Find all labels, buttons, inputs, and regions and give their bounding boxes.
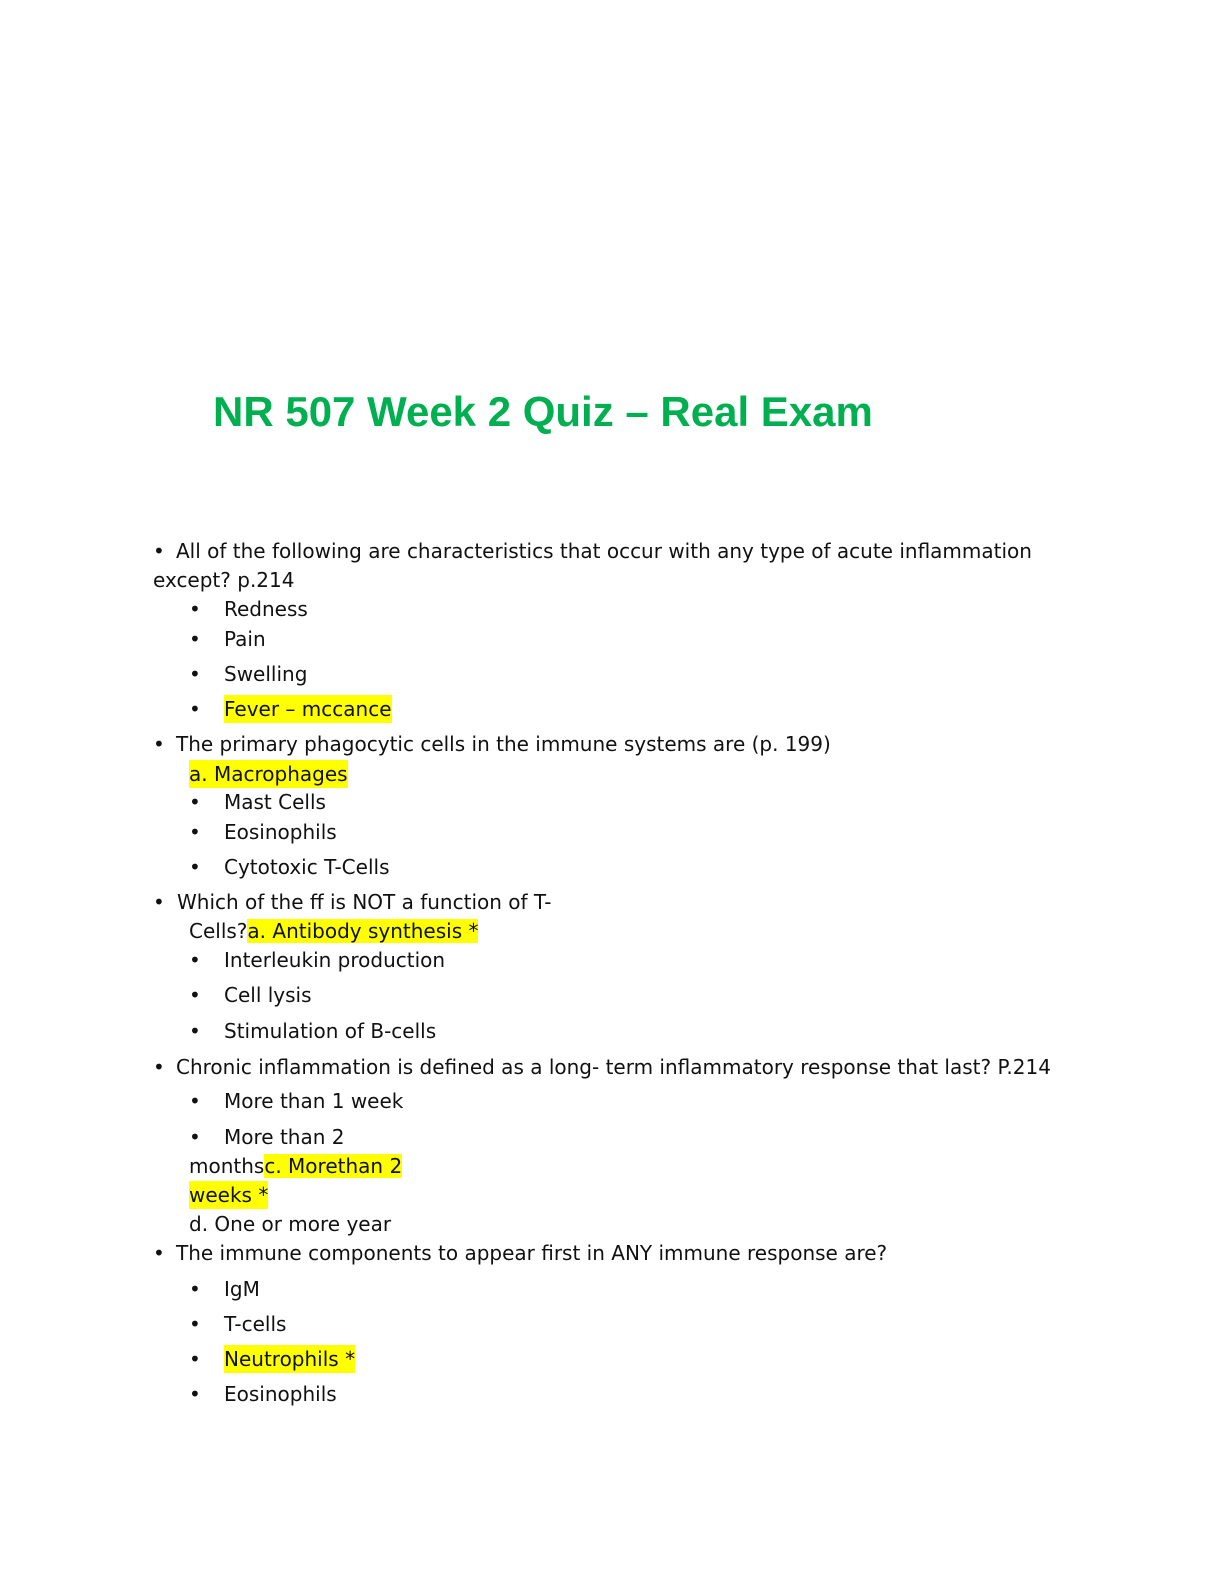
q5-option-b: T-cells <box>224 1312 287 1336</box>
q3-option-b: Interleukin production <box>224 948 446 972</box>
q2-option-c: Eosinophils <box>224 820 337 844</box>
q3-option-d: Stimulation of B-cells <box>224 1019 437 1043</box>
q4-option-b-cont: monthsc. Morethan 2 <box>189 1152 403 1180</box>
option-bullet: • <box>189 855 201 879</box>
question-2-text: The primary phagocytic cells in the immu… <box>176 732 831 756</box>
q4-option-b: More than 2 <box>224 1125 345 1149</box>
question-1-text: All of the following are characteristics… <box>176 539 1032 563</box>
q3-option-c: Cell lysis <box>224 983 312 1007</box>
option-bullet: • <box>189 1125 201 1149</box>
option-bullet: • <box>189 1347 201 1371</box>
question-3-text-tail: Cells? <box>189 919 248 943</box>
question-1-text-cont: except? p.214 <box>153 568 295 592</box>
option-bullet: • <box>189 1019 201 1043</box>
q4-answer: c. Morethan 2 <box>264 1154 403 1178</box>
question-5-text: The immune components to appear first in… <box>176 1241 888 1265</box>
question-4-text: Chronic inflammation is defined as a lon… <box>176 1055 1051 1079</box>
option-bullet: • <box>189 1312 201 1336</box>
question-bullet: • <box>153 1241 165 1265</box>
question-bullet: • <box>153 539 165 563</box>
option-bullet: • <box>189 1382 201 1406</box>
option-bullet: • <box>189 948 201 972</box>
q4-option-a: More than 1 week <box>224 1089 404 1113</box>
q1-option-a: Redness <box>224 597 308 621</box>
option-bullet: • <box>189 1277 201 1301</box>
q2-answer: a. Macrophages <box>189 760 348 788</box>
q4-answer-cont: weeks * <box>189 1181 269 1209</box>
q1-option-b: Pain <box>224 627 266 651</box>
option-bullet: • <box>189 820 201 844</box>
question-bullet: • <box>153 1055 165 1079</box>
option-bullet: • <box>189 1089 201 1113</box>
option-bullet: • <box>189 697 201 721</box>
q1-option-c: Swelling <box>224 662 308 686</box>
question-3-text-cont: Cells?a. Antibody synthesis * <box>189 917 479 945</box>
option-bullet: • <box>189 627 201 651</box>
q5-option-c-answer: Neutrophils * <box>224 1345 356 1373</box>
question-bullet: • <box>153 890 165 914</box>
page-title: NR 507 Week 2 Quiz – Real Exam <box>213 388 873 435</box>
question-bullet: • <box>153 732 165 756</box>
option-bullet: • <box>189 597 201 621</box>
q5-option-a: IgM <box>224 1277 260 1301</box>
option-bullet: • <box>189 983 201 1007</box>
q2-option-b: Mast Cells <box>224 790 326 814</box>
q3-answer: a. Antibody synthesis * <box>247 919 479 943</box>
q5-option-d: Eosinophils <box>224 1382 337 1406</box>
q4-option-d: d. One or more year <box>189 1212 392 1236</box>
option-bullet: • <box>189 662 201 686</box>
q2-option-d: Cytotoxic T-Cells <box>224 855 390 879</box>
option-bullet: • <box>189 790 201 814</box>
q4-months-text: months <box>189 1154 265 1178</box>
question-3-text: Which of the ff is NOT a function of T- <box>177 890 552 914</box>
q1-option-d-answer: Fever – mccance <box>224 695 392 723</box>
